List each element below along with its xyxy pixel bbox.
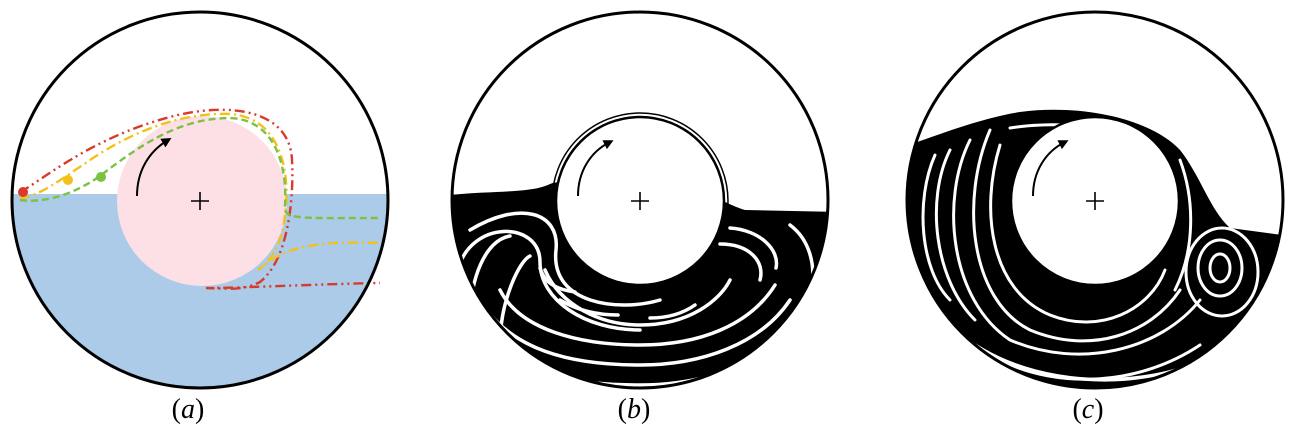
- caption-paren: (: [618, 394, 627, 425]
- caption-letter: a: [181, 394, 195, 425]
- caption-paren: ): [195, 394, 204, 425]
- panel-a: [0, 12, 400, 414]
- caption-c: (c): [1028, 394, 1148, 426]
- caption-paren: (: [172, 394, 181, 425]
- caption-paren: ): [641, 394, 650, 425]
- caption-b: (b): [574, 394, 694, 426]
- caption-letter: c: [1082, 394, 1094, 425]
- yellow-contact-point: [63, 175, 73, 185]
- caption-a: (a): [128, 394, 248, 426]
- caption-paren: ): [1094, 394, 1103, 425]
- green-contact-point: [96, 172, 106, 182]
- panel-c: [900, 12, 1289, 420]
- red-contact-point: [18, 187, 28, 197]
- panel-b: [440, 12, 840, 420]
- caption-letter: b: [627, 394, 641, 425]
- caption-paren: (: [1072, 394, 1081, 425]
